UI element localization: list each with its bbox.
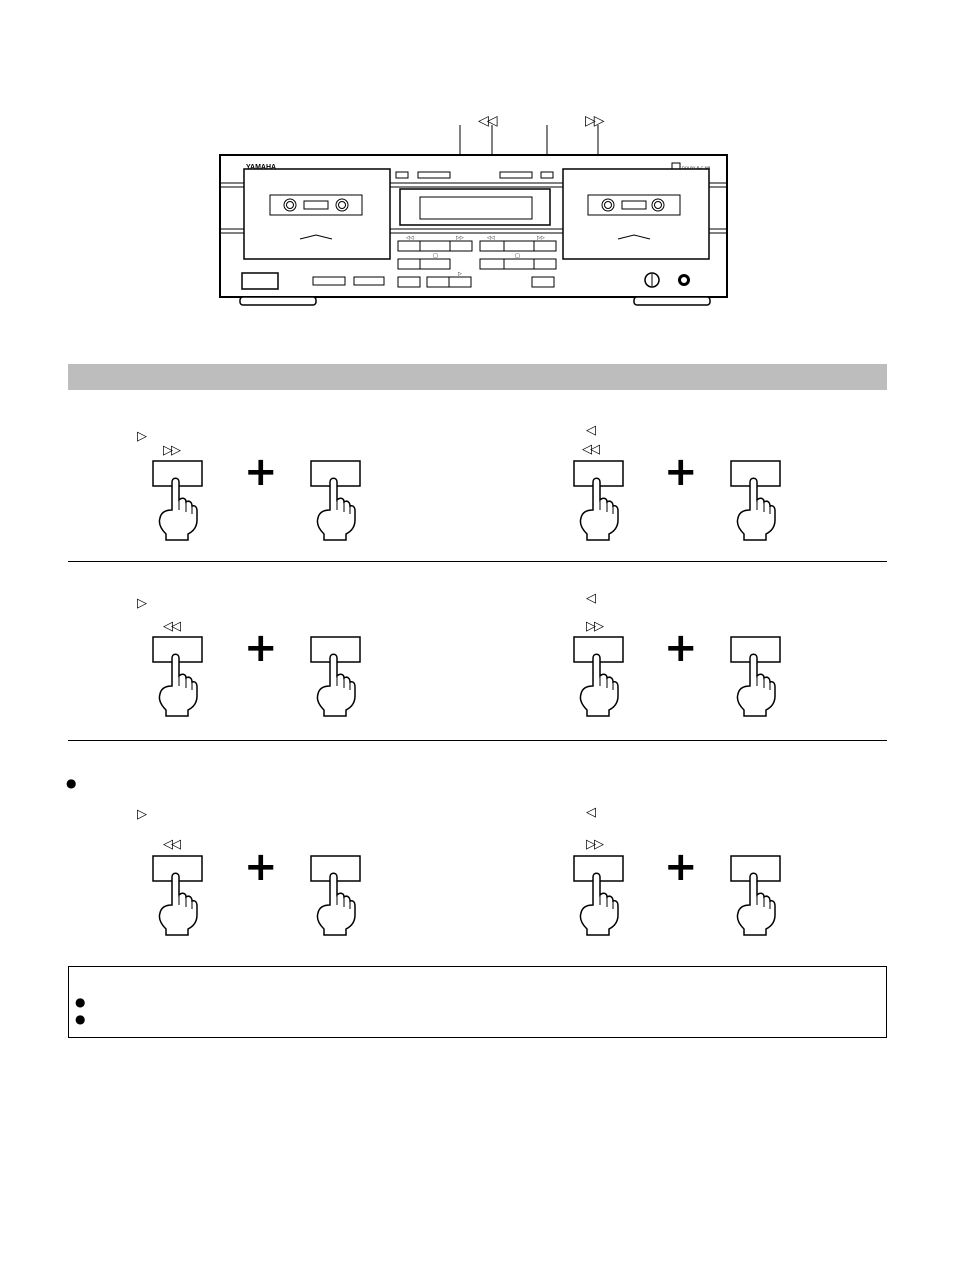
hand-press-icon <box>310 855 361 936</box>
plus-icon: + <box>244 449 278 495</box>
row1-right-key-press <box>573 460 628 547</box>
deck-rewind-mark: ◁◁ <box>406 235 414 241</box>
fast-forward-callout-label: ▷▷ <box>585 113 604 129</box>
deck-rewind-b-mark: ◁◁ <box>487 235 495 241</box>
row-divider <box>68 561 887 562</box>
plus-icon: + <box>664 844 698 890</box>
dolby-logo-text: DOLBY B-C NR <box>682 165 710 170</box>
hand-press-icon <box>573 460 624 541</box>
row1-right-direction: ◁ <box>586 423 596 438</box>
hand-press-icon <box>152 636 203 717</box>
deck-stop-a-mark: □ <box>433 253 438 259</box>
row3-left-direction: ▷ <box>137 807 147 822</box>
row2-left-second-press <box>310 636 365 723</box>
row2-left-direction: ▷ <box>137 596 147 611</box>
hand-press-icon <box>573 855 624 936</box>
hand-press-icon <box>730 855 781 936</box>
rewind-callout-label: ◁◁ <box>478 113 497 129</box>
row3-right-key-press <box>573 855 628 942</box>
plus-icon: + <box>244 844 278 890</box>
row3-left-key-press <box>152 855 207 942</box>
bullet-icon: ● <box>75 1012 86 1026</box>
row1-left-key: ▷▷ <box>163 443 181 458</box>
row2-right-key: ▷▷ <box>586 619 604 634</box>
brand-label: YAMAHA <box>246 164 276 171</box>
row2-right-second-press <box>730 636 785 723</box>
row1-left-second-press <box>310 460 365 547</box>
deck-play-mark: ▷ <box>458 271 462 277</box>
row3-right-key: ▷▷ <box>586 837 604 852</box>
row2-left-key: ◁◁ <box>163 619 181 634</box>
row3-right-second-press <box>730 855 785 942</box>
hand-press-icon <box>573 636 624 717</box>
cassette-deck-illustration: YAMAHA DOLBY B-C NR ◁◁ ▷▷ ◁◁ ▷▷ □ □ ▷ <box>219 125 728 306</box>
bullet-icon: ● <box>75 995 86 1009</box>
row2-left-key-press <box>152 636 207 723</box>
hand-press-icon <box>152 855 203 936</box>
row2-right-direction: ◁ <box>586 591 596 606</box>
row1-left-key-press <box>152 460 207 547</box>
plus-icon: + <box>664 625 698 671</box>
plus-icon: + <box>244 625 278 671</box>
hand-press-icon <box>310 636 361 717</box>
row1-right-key: ◁◁ <box>582 442 600 457</box>
row2-right-key-press <box>573 636 628 723</box>
plus-icon: + <box>664 449 698 495</box>
row3-left-key: ◁◁ <box>163 837 181 852</box>
row1-right-second-press <box>730 460 785 547</box>
deck-ff-mark: ▷▷ <box>456 235 464 241</box>
row3-right-direction: ◁ <box>586 805 596 820</box>
deck-stop-b-mark: □ <box>515 253 520 259</box>
row-divider <box>68 740 887 741</box>
row3-left-second-press <box>310 855 365 942</box>
row1-left-direction: ▷ <box>137 429 147 444</box>
notes-box <box>68 966 887 1038</box>
hand-press-icon <box>730 460 781 541</box>
hand-press-icon <box>152 460 203 541</box>
hand-press-icon <box>730 636 781 717</box>
section-header-bar <box>68 364 887 390</box>
hand-press-icon <box>310 460 361 541</box>
bullet-icon: ● <box>66 776 77 790</box>
deck-ff-b-mark: ▷▷ <box>537 235 545 241</box>
